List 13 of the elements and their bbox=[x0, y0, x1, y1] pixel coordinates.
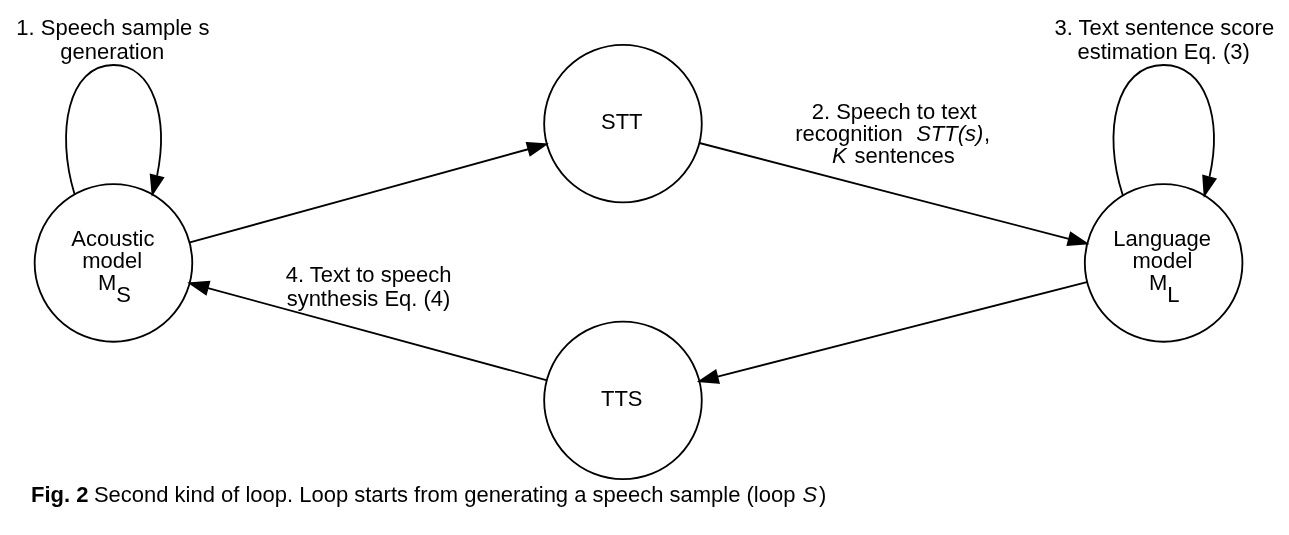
arrow bbox=[65, 64, 165, 197]
edge-label: 3. Text sentence score estimation Eq. (3) bbox=[1054, 14, 1275, 64]
edge-label: 4. Text to speech synthesis Eq. (4) bbox=[285, 262, 452, 312]
caption: Fig. 2 Second kind of loop. Loop starts from generating a speech sample (loop S) bbox=[30, 482, 827, 508]
edge-label: 2. Speech to text recognition STT(s), K sentences bbox=[795, 99, 991, 169]
arrow bbox=[189, 141, 549, 244]
node-circle: STT bbox=[543, 43, 703, 204]
arrow bbox=[696, 281, 1088, 384]
arrow bbox=[698, 142, 1090, 247]
edge-label: 1. Speech sample s generation bbox=[16, 14, 210, 64]
arrow bbox=[1112, 64, 1218, 198]
arrow bbox=[187, 280, 548, 381]
node-circle: TTS bbox=[543, 320, 703, 481]
